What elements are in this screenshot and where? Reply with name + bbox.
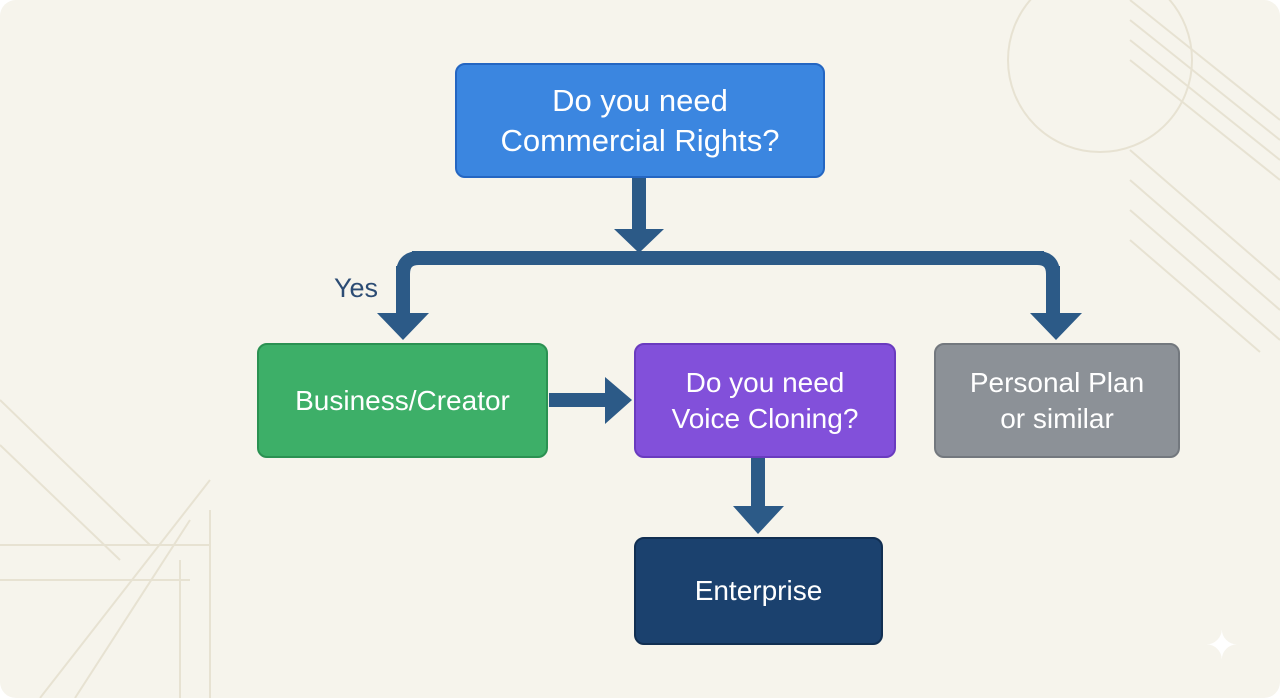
arrowhead-personal <box>1030 313 1082 340</box>
connector-right-drop <box>1046 266 1060 314</box>
commercial-rights-question-node: Do you need Commercial Rights? <box>455 63 825 178</box>
arrowhead-business <box>377 313 429 340</box>
commercial-rights-question-line1: Do you need <box>552 82 728 118</box>
connector-horizontal-bar <box>412 251 1044 265</box>
business-creator-node: Business/Creator <box>257 343 548 458</box>
business-creator-label: Business/Creator <box>295 384 510 416</box>
connector-voice-to-enterprise <box>751 458 765 508</box>
connector-left-drop <box>396 266 410 314</box>
personal-plan-line2: or similar <box>1000 402 1114 434</box>
arrowhead-enterprise <box>733 506 784 534</box>
commercial-rights-question-line2: Commercial Rights? <box>500 122 780 158</box>
yes-label: Yes <box>334 273 379 303</box>
connector-business-to-voice <box>549 393 607 407</box>
personal-plan-node: Personal Plan or similar <box>934 343 1180 458</box>
voice-cloning-question-line2: Voice Cloning? <box>671 402 859 434</box>
personal-plan-line1: Personal Plan <box>969 366 1145 398</box>
enterprise-label: Enterprise <box>694 575 823 607</box>
voice-cloning-question-node: Do you need Voice Cloning? <box>634 343 896 458</box>
enterprise-node: Enterprise <box>634 537 883 645</box>
sparkle-icon: ✦ <box>1205 624 1239 668</box>
arrowhead-voice <box>605 377 632 424</box>
connector-right-corner <box>1036 251 1060 275</box>
voice-cloning-question-line1: Do you need <box>685 366 845 398</box>
arrowhead-top <box>614 229 664 253</box>
connector-left-corner <box>396 251 420 275</box>
connector-top-stem <box>632 178 646 230</box>
